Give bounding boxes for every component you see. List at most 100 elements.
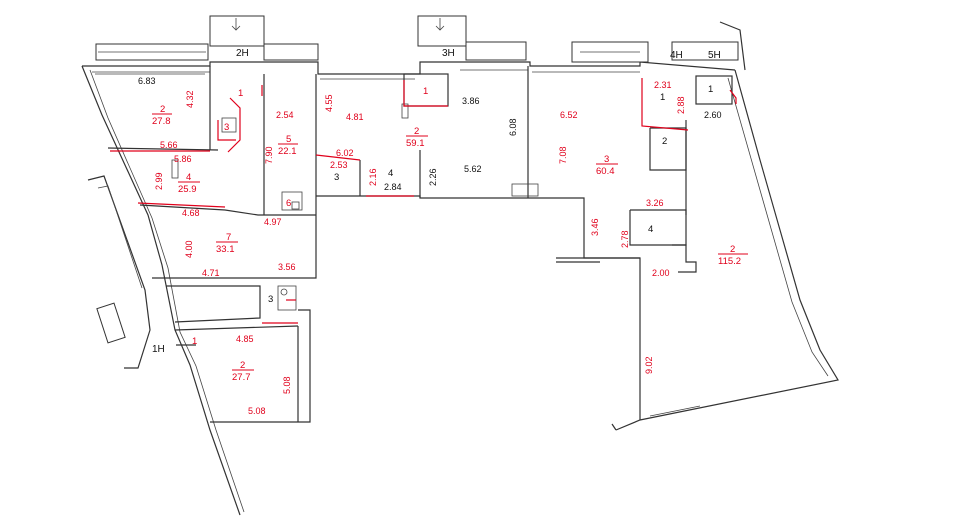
dim-5-08-horizontal: 5.08 bbox=[248, 406, 266, 416]
canopy-2h bbox=[209, 15, 265, 47]
dim-4-81: 4.81 bbox=[346, 112, 364, 122]
dim-5-86: 5.86 bbox=[174, 154, 192, 164]
dim-4-85: 4.85 bbox=[236, 334, 254, 344]
red-dimensions: 4.32 5.66 5.86 2.99 4.68 2.54 7.90 4.97 … bbox=[154, 80, 686, 416]
room-number: 2 bbox=[240, 360, 245, 371]
dim-7-90: 7.90 bbox=[264, 146, 274, 164]
dim-2-00: 2.00 bbox=[652, 268, 670, 278]
room-s1-7: 7 33.1 bbox=[216, 232, 238, 255]
outer-wall-left-inner bbox=[89, 69, 245, 513]
dim-2-53: 2.53 bbox=[330, 160, 348, 170]
room-area: 27.7 bbox=[232, 372, 251, 383]
red-bath-s1 bbox=[217, 120, 236, 141]
entrance-label-5h: 5H bbox=[708, 50, 721, 61]
red-s3-room1 bbox=[641, 78, 689, 131]
dim-2-88: 2.88 bbox=[676, 96, 686, 114]
red-s2-room1 bbox=[403, 80, 448, 107]
canopy-mid-right bbox=[465, 41, 527, 61]
dim-4-55: 4.55 bbox=[324, 94, 334, 112]
wall-mid-row bbox=[139, 204, 316, 216]
dim-3-56: 3.56 bbox=[278, 262, 296, 272]
room-number: 2 bbox=[730, 244, 735, 255]
room-number: 3 bbox=[604, 154, 609, 165]
room-area: 60.4 bbox=[596, 166, 615, 177]
s1-room6-box bbox=[281, 191, 303, 211]
dim-4-00: 4.00 bbox=[184, 240, 194, 258]
room-s5-3: 3 bbox=[268, 294, 273, 305]
wall-bottom-left-block bbox=[210, 309, 311, 423]
dim-3-26: 3.26 bbox=[646, 198, 664, 208]
room-s2-2: 2 59.1 bbox=[406, 126, 428, 149]
outer-wall-left bbox=[81, 65, 241, 516]
dim-2-78: 2.78 bbox=[620, 230, 630, 248]
room-area: 33.1 bbox=[216, 244, 235, 255]
room-s3-1: 1 bbox=[660, 92, 665, 103]
room-s3-3: 3 60.4 bbox=[596, 154, 618, 177]
s5-room3-box bbox=[277, 285, 297, 311]
dim-6-83: 6.83 bbox=[138, 76, 156, 86]
dim-3-86: 3.86 bbox=[462, 96, 480, 106]
room-s1-5: 5 22.1 bbox=[278, 134, 298, 157]
room-s1-6: 6 bbox=[286, 198, 291, 209]
room-number: 4 bbox=[186, 172, 191, 183]
arrow-2h-head bbox=[231, 25, 241, 31]
window-bottom-right bbox=[649, 405, 701, 417]
dim-4-71: 4.71 bbox=[202, 268, 220, 278]
dim-4-97: 4.97 bbox=[264, 217, 282, 227]
dim-4-32: 4.32 bbox=[185, 90, 195, 108]
s1-bath-fixture bbox=[221, 117, 237, 133]
room-area: 115.2 bbox=[718, 256, 741, 267]
room-s4-1: 1 bbox=[708, 84, 713, 95]
entrance-label-3h: 3H bbox=[442, 48, 455, 59]
room-labels: 2 27.8 4 25.9 5 22.1 7 33.1 1 6 3 2 59.1… bbox=[152, 84, 748, 383]
room-number: 5 bbox=[286, 134, 291, 145]
dim-6-08: 6.08 bbox=[508, 118, 518, 136]
dim-4-68: 4.68 bbox=[182, 208, 200, 218]
room-s1-1: 1 bbox=[238, 88, 243, 99]
s5-wall-top bbox=[174, 325, 299, 331]
black-dimensions: 6.83 3.86 6.08 2.26 5.62 2.84 2.60 bbox=[138, 76, 722, 192]
room-area: 59.1 bbox=[406, 138, 425, 149]
wall-lower-section bbox=[166, 285, 261, 323]
dim-6-02: 6.02 bbox=[336, 148, 354, 158]
dim-2-99: 2.99 bbox=[154, 172, 164, 190]
s1-wall-row bbox=[107, 147, 219, 151]
red-arc-s1 bbox=[227, 97, 241, 153]
dim-9-02: 9.02 bbox=[644, 356, 654, 374]
room-s5-2: 2 27.7 bbox=[232, 360, 254, 383]
s1-column bbox=[171, 159, 179, 179]
outer-wall-right-inner bbox=[727, 77, 829, 377]
room-s1-4: 4 25.9 bbox=[178, 172, 200, 195]
room-s5-1: 1 bbox=[192, 336, 197, 347]
outer-wall-top bbox=[82, 61, 736, 75]
entrance-labels: 1H 2H 3H 4H 5H bbox=[152, 48, 721, 355]
room-s3-2: 2 bbox=[662, 136, 667, 147]
red-marks bbox=[110, 78, 737, 324]
outer-wall-bottom-right-end bbox=[611, 423, 617, 431]
outer-wall-right bbox=[615, 69, 839, 431]
entrance-label-2h: 2H bbox=[236, 48, 249, 59]
room-s3-4-box bbox=[629, 209, 687, 246]
s2-room1-fixture bbox=[401, 103, 409, 119]
dim-2-54: 2.54 bbox=[276, 110, 294, 120]
dim-5-62: 5.62 bbox=[464, 164, 482, 174]
s1-room6-fixture bbox=[291, 201, 300, 210]
dim-2-60: 2.60 bbox=[704, 110, 722, 120]
dim-2-16: 2.16 bbox=[368, 168, 378, 186]
terrace-left bbox=[87, 175, 151, 369]
dim-2-26: 2.26 bbox=[428, 168, 438, 186]
dim-6-52: 6.52 bbox=[560, 110, 578, 120]
room-area: 22.1 bbox=[278, 146, 297, 157]
room-number: 2 bbox=[160, 104, 165, 115]
dim-2-31: 2.31 bbox=[654, 80, 672, 90]
wall-mid-lower bbox=[152, 196, 317, 279]
red-partition-s2 bbox=[315, 154, 361, 161]
red-s4-room1 bbox=[729, 89, 737, 104]
canopy-5h-edge bbox=[719, 21, 746, 71]
room-number: 7 bbox=[226, 232, 231, 243]
room-s4-2: 2 115.2 bbox=[718, 244, 748, 267]
entrance-label-1h: 1H bbox=[152, 344, 165, 355]
canopy-3h bbox=[417, 15, 467, 47]
dim-5-66: 5.66 bbox=[160, 140, 178, 150]
walls bbox=[81, 15, 839, 516]
